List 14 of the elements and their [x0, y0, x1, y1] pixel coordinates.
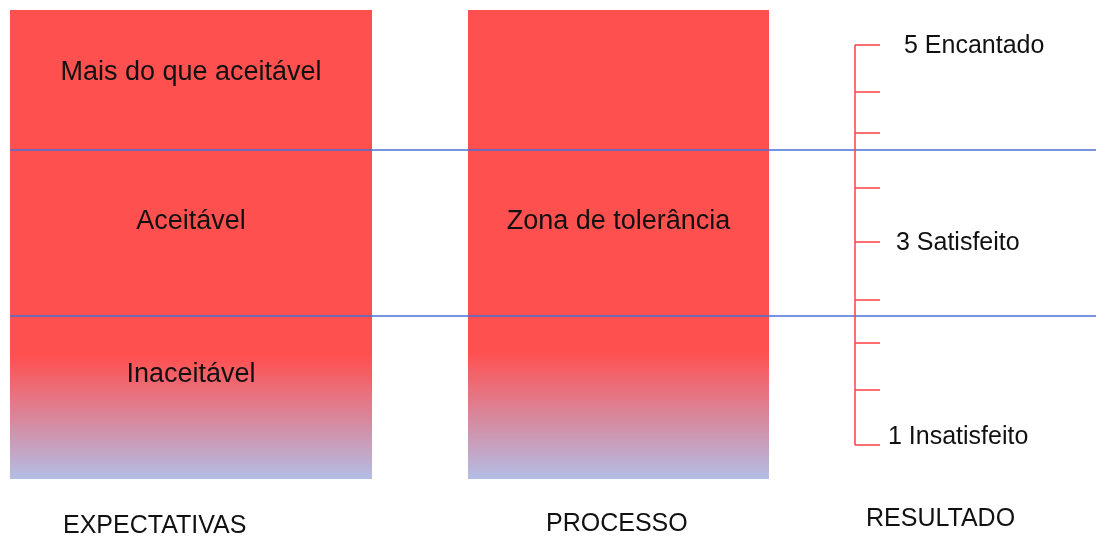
- zone-label: Mais do que aceitável: [60, 56, 322, 87]
- scale-label: 3 Satisfeito: [896, 227, 1020, 256]
- column-heading: PROCESSO: [546, 508, 688, 537]
- scale-label: 1 Insatisfeito: [888, 421, 1029, 450]
- zone-label: Inaceitável: [126, 358, 256, 389]
- zone-band: [10, 10, 372, 150]
- scale-label: 5 Encantado: [904, 30, 1045, 59]
- column-heading: EXPECTATIVAS: [63, 510, 247, 539]
- column-heading: RESULTADO: [866, 503, 1016, 532]
- zone-band: [468, 10, 769, 479]
- zone-band: [10, 150, 372, 316]
- zone-label: Aceitável: [136, 205, 246, 236]
- zone-label: Zona de tolerância: [506, 205, 731, 236]
- zone-band: [10, 316, 372, 479]
